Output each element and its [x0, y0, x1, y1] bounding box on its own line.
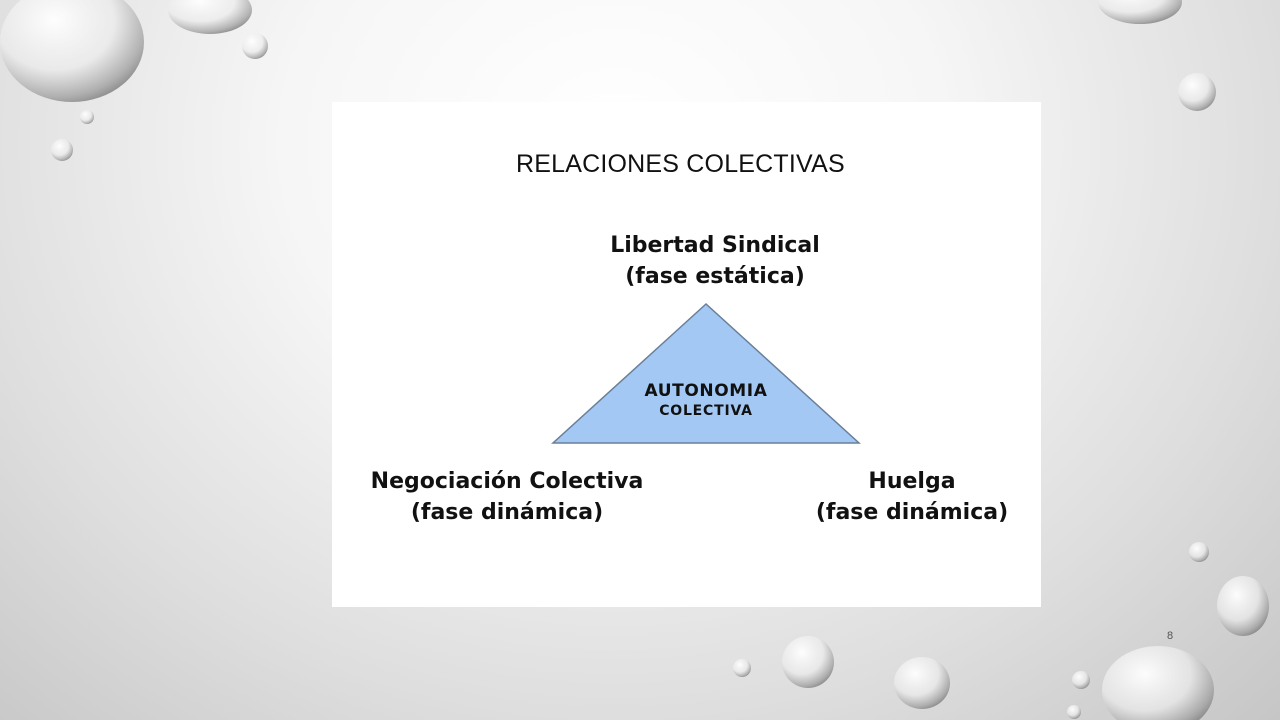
autonomia-triangle: AUTONOMIA COLECTIVA [550, 301, 862, 446]
water-drop [733, 659, 751, 677]
center-label-line2: COLECTIVA [659, 403, 753, 419]
water-drop [168, 0, 252, 34]
page-number: 8 [1166, 630, 1174, 642]
node-right-title: Huelga [868, 469, 956, 494]
diagram-title: RELACIONES COLECTIVAS [516, 150, 845, 178]
triangle-shape [551, 302, 861, 444]
node-left-title: Negociación Colectiva [370, 469, 644, 494]
node-top-title: Libertad Sindical [610, 233, 820, 258]
triangle-center-label: AUTONOMIA COLECTIVA [606, 380, 806, 420]
node-negociacion-colectiva: Negociación Colectiva (fase dinámica) [342, 466, 672, 528]
water-drop [1217, 576, 1269, 636]
water-drop [782, 636, 834, 688]
water-drop [242, 33, 268, 59]
water-drop [1067, 705, 1081, 719]
water-drop [0, 0, 144, 102]
water-drop [894, 657, 950, 709]
water-drop [51, 139, 73, 161]
node-huelga: Huelga (fase dinámica) [792, 466, 1032, 528]
center-label-line1: AUTONOMIA [644, 381, 768, 401]
node-libertad-sindical: Libertad Sindical (fase estática) [594, 230, 836, 292]
water-drop [1072, 671, 1090, 689]
water-drop [1178, 73, 1216, 111]
diagram-image: RELACIONES COLECTIVAS Libertad Sindical … [332, 102, 1041, 607]
water-drop [1102, 646, 1214, 720]
node-top-subtitle: (fase estática) [625, 264, 805, 289]
water-drop [1189, 542, 1209, 562]
node-left-subtitle: (fase dinámica) [410, 500, 604, 525]
water-drop [1098, 0, 1182, 24]
node-right-subtitle: (fase dinámica) [815, 500, 1009, 525]
water-drop [80, 110, 94, 124]
